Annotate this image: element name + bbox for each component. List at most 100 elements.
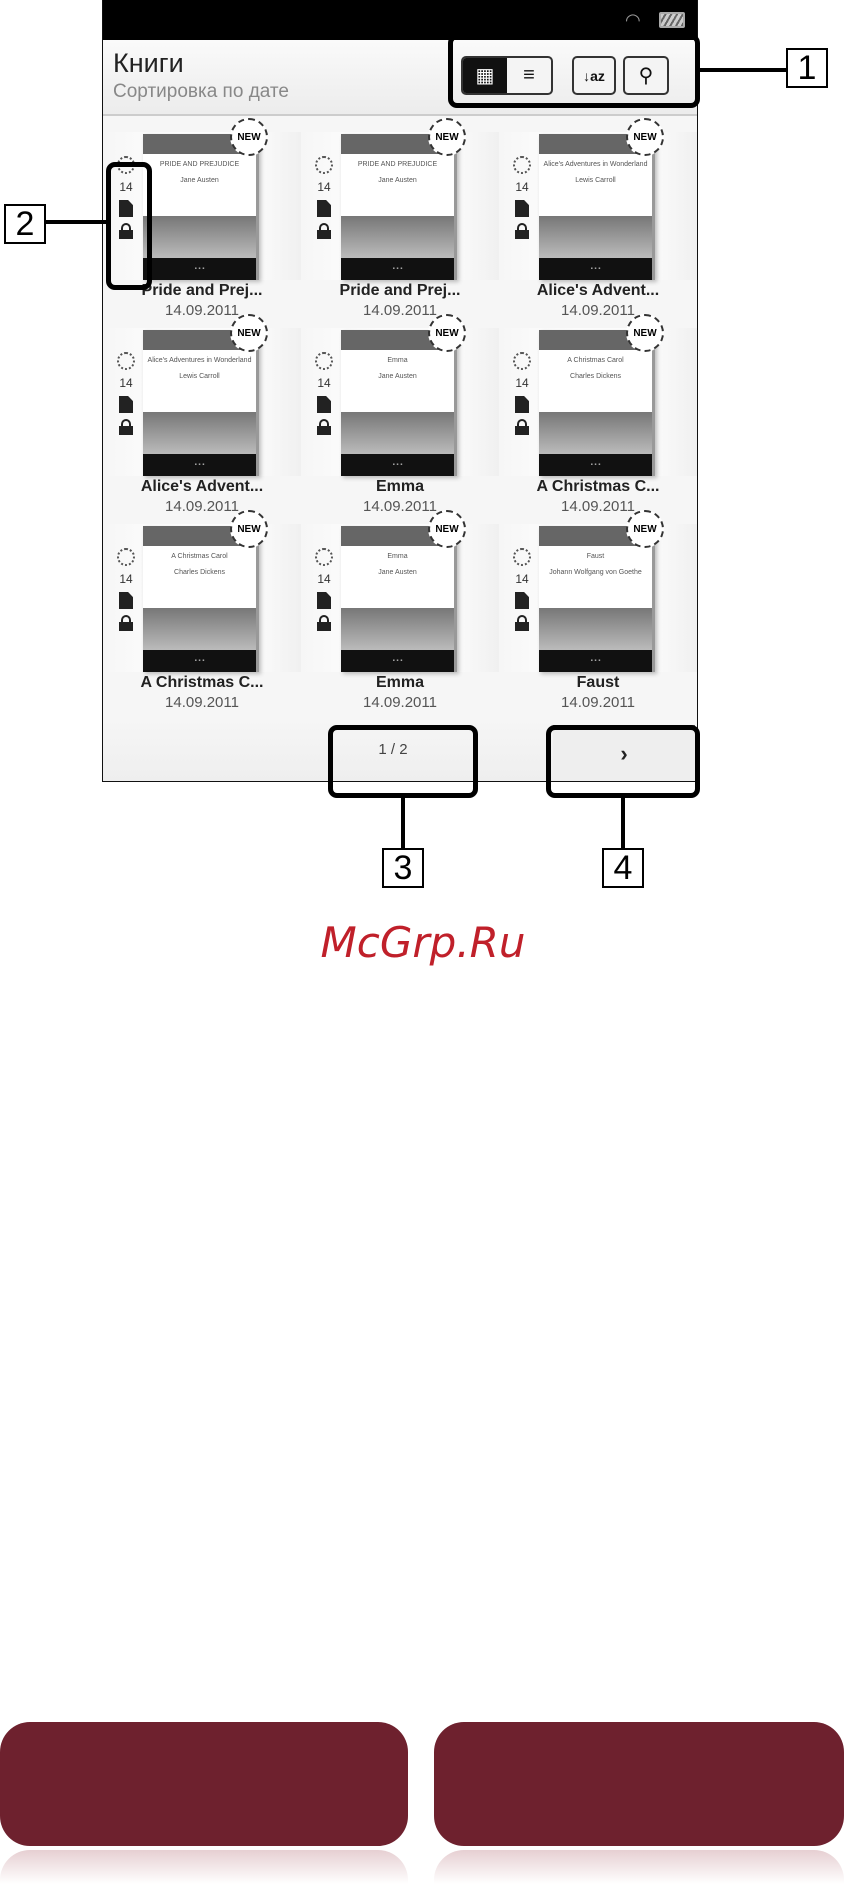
download-progress-icon <box>513 352 531 370</box>
lock-icon <box>119 223 133 239</box>
download-progress-icon <box>315 352 333 370</box>
cover-art <box>341 412 454 454</box>
cover-art <box>143 216 256 258</box>
callout-label-4: 4 <box>602 848 644 888</box>
battery-icon <box>659 12 685 28</box>
header: Книги Сортировка по дате ▦ ≡ ↓az ⚲ <box>103 40 697 116</box>
cover-title: Faust <box>586 553 605 560</box>
book-date: 14.09.2011 <box>363 302 437 319</box>
page-count: 14 <box>119 180 133 194</box>
cover-author: Charles Dickens <box>174 569 225 576</box>
book-status-icons: 14 <box>313 156 335 239</box>
cover-title: A Christmas Carol <box>567 357 624 364</box>
cover-footer: ▪ ▪ ▪ <box>143 454 256 476</box>
download-progress-icon <box>513 548 531 566</box>
page-count: 14 <box>317 376 331 390</box>
page-count: 14 <box>317 180 331 194</box>
grid-view-icon[interactable]: ▦ <box>463 58 507 93</box>
cover-art <box>341 216 454 258</box>
book-date: 14.09.2011 <box>363 498 437 515</box>
page-count: 14 <box>119 572 133 586</box>
book-title: A Christmas C... <box>536 478 660 495</box>
cover-footer: ▪ ▪ ▪ <box>539 650 652 672</box>
book-title: Emma <box>375 478 425 495</box>
lock-icon <box>119 419 133 435</box>
prev-page-nav-button[interactable] <box>0 1722 408 1846</box>
book-date: 14.09.2011 <box>165 302 239 319</box>
callout-line-3 <box>401 798 405 850</box>
next-page-button[interactable]: › <box>553 725 695 779</box>
book-title: Alice's Advent... <box>536 282 660 299</box>
button-reflection <box>0 1850 408 1884</box>
book-title: Pride and Prej... <box>141 282 263 299</box>
cover-band <box>143 134 256 154</box>
cover-footer: ▪ ▪ ▪ <box>143 258 256 280</box>
book-status-icons: 14 <box>511 548 533 631</box>
cover-author: Charles Dickens <box>570 373 621 380</box>
cover-band <box>143 330 256 350</box>
search-button[interactable]: ⚲ <box>623 56 669 95</box>
callout-line-4 <box>621 798 625 850</box>
cover-title: PRIDE AND PREJUDICE <box>159 161 240 168</box>
view-toggle[interactable]: ▦ ≡ <box>461 56 553 95</box>
file-icon <box>515 396 529 413</box>
book-status-icons: 14 <box>511 156 533 239</box>
file-icon <box>119 396 133 413</box>
cover-author: Jane Austen <box>378 177 417 184</box>
cover-band <box>341 330 454 350</box>
new-badge: NEW <box>428 314 466 352</box>
file-icon <box>515 200 529 217</box>
book-status-icons: 14 <box>115 156 137 239</box>
button-reflection <box>434 1850 844 1884</box>
cover-title: Alice's Adventures in Wonderland <box>147 357 252 364</box>
page-title: Книги <box>113 48 184 78</box>
cover-band <box>143 526 256 546</box>
sort-subtitle: Сортировка по дате <box>113 81 289 102</box>
page-count: 14 <box>317 572 331 586</box>
book-title: A Christmas C... <box>140 674 264 691</box>
book-status-icons: 14 <box>511 352 533 435</box>
list-view-icon[interactable]: ≡ <box>523 64 535 86</box>
file-icon <box>119 592 133 609</box>
sort-button[interactable]: ↓az <box>572 56 616 95</box>
book-title: Pride and Prej... <box>339 282 461 299</box>
new-badge: NEW <box>626 510 664 548</box>
file-icon <box>317 200 331 217</box>
cover-footer: ▪ ▪ ▪ <box>539 258 652 280</box>
reader-screen: ◠ Книги Сортировка по дате ▦ ≡ ↓az ⚲ PRI… <box>102 0 698 782</box>
page-count: 14 <box>515 376 529 390</box>
cover-art <box>539 216 652 258</box>
file-icon <box>317 592 331 609</box>
callout-label-1: 1 <box>786 48 828 88</box>
new-badge: NEW <box>428 118 466 156</box>
cover-footer: ▪ ▪ ▪ <box>341 454 454 476</box>
cover-footer: ▪ ▪ ▪ <box>143 650 256 672</box>
next-page-nav-button[interactable] <box>434 1722 844 1846</box>
callout-box-3 <box>328 725 478 798</box>
callout-box-2 <box>106 162 152 290</box>
book-date: 14.09.2011 <box>363 694 437 711</box>
